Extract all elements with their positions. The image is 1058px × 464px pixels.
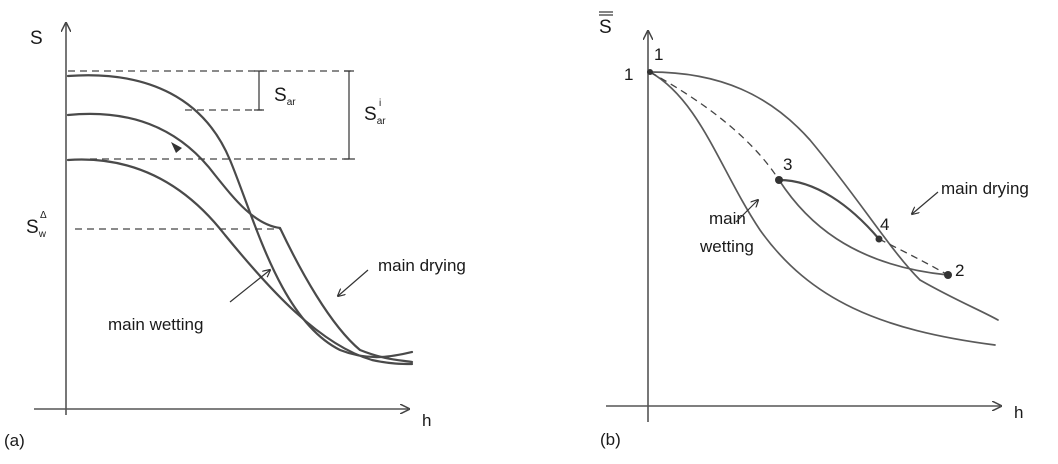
panel-b-label-1-top: 1 xyxy=(654,45,663,64)
panel-b-main-drying-curve xyxy=(649,71,999,321)
panel-b-dash-1-3 xyxy=(649,71,780,181)
panel-a-drying-pointer xyxy=(338,269,369,296)
panel-a-main-wetting-curve xyxy=(66,158,414,366)
panel-a-main-drying-label: main drying xyxy=(378,256,466,275)
panel-b-main-wetting-label-1: main xyxy=(709,209,746,228)
panel-b-point-1 xyxy=(647,69,653,75)
panel-b-scanning-3-2 xyxy=(778,179,949,276)
panel-b-main-drying-label: main drying xyxy=(941,179,1029,198)
panel-a-sw-label: Sw xyxy=(26,217,47,240)
panel-a-sar-label: Sar xyxy=(274,85,296,108)
panel-a-x-axis-label: h xyxy=(422,411,431,430)
panel-b: S h (b) 1 1 3 4 2 main drying main wetti… xyxy=(599,11,1029,449)
panel-b-point-2 xyxy=(944,271,952,279)
panel-a-tag: (a) xyxy=(4,431,25,450)
panel-b-wetting-pointer xyxy=(735,200,758,223)
panel-b-point-3 xyxy=(775,176,783,184)
panel-a-scanning-curve xyxy=(66,112,414,364)
panel-b-point-4 xyxy=(875,235,883,243)
panel-a-sw-sup: Δ xyxy=(40,210,47,221)
panel-b-label-3: 3 xyxy=(783,155,792,174)
panel-b-label-1-axis: 1 xyxy=(624,65,633,84)
panel-b-y-axis-label: S xyxy=(599,17,612,38)
panel-a: S h (a) Sar Sar i Sw xyxy=(4,24,466,450)
panel-b-x-axis-label: h xyxy=(1014,403,1023,422)
panel-a-sari-label: Sar xyxy=(364,104,386,127)
panel-b-main-wetting-label-2: wetting xyxy=(699,237,754,256)
panel-a-wetting-pointer xyxy=(229,270,270,303)
panel-a-y-axis-label: S xyxy=(30,28,43,49)
panel-b-tag: (b) xyxy=(600,430,621,449)
panel-a-sari-sup: i xyxy=(379,98,381,109)
panel-b-label-4: 4 xyxy=(880,215,889,234)
panel-b-scanning-3-4 xyxy=(777,178,881,241)
panel-b-drying-pointer xyxy=(912,191,939,214)
panel-b-dash-4-2 xyxy=(878,238,949,276)
panel-b-main-wetting-curve xyxy=(649,71,996,346)
panel-a-main-wetting-label: main wetting xyxy=(108,315,203,334)
panel-a-scanning-arrow xyxy=(171,142,182,153)
panel-b-label-2: 2 xyxy=(955,261,964,280)
